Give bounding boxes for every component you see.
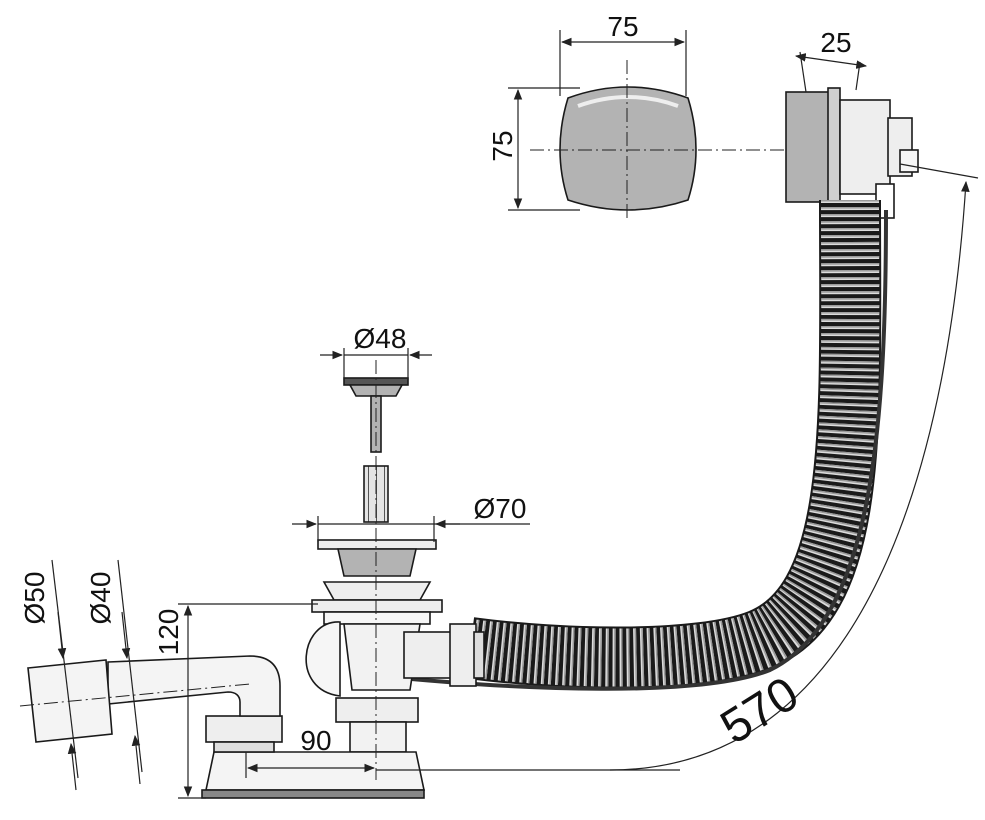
- outlet-elbow-pipe: [19, 655, 281, 743]
- dim-outlet-offset: 90: [300, 725, 331, 756]
- dim-overflow-height: 75: [487, 130, 518, 161]
- corrugated-overflow-hose: [379, 199, 888, 691]
- dim-plug-diameter: Ø48: [354, 323, 407, 354]
- dimension-lines: [51, 30, 979, 799]
- dim-waste-diameter: Ø70: [474, 493, 527, 524]
- dim-trap-height: 120: [153, 609, 184, 656]
- dim-outlet-outer-diameter: Ø50: [19, 572, 50, 625]
- dim-overflow-depth: 25: [820, 27, 851, 58]
- dim-overflow-width: 75: [607, 11, 638, 42]
- overflow-body-side-view: [785, 87, 919, 219]
- dim-outlet-inner-diameter: Ø40: [85, 572, 116, 625]
- waste-body-trap: [201, 539, 485, 799]
- overflow-cover-front-view: [530, 60, 790, 222]
